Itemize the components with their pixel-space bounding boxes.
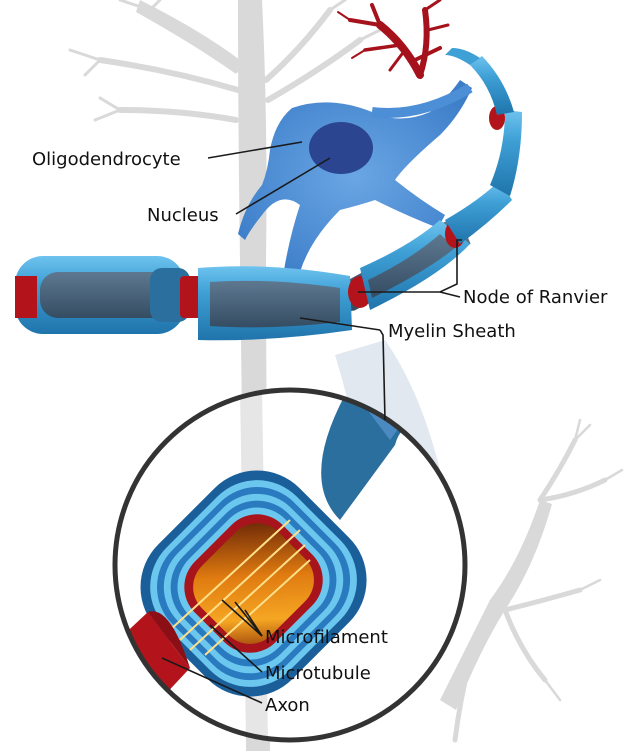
label-axon: Axon <box>265 695 310 716</box>
nucleus-shape <box>309 122 373 174</box>
label-microtubule: Microtubule <box>265 663 371 684</box>
dendrite-tuft <box>338 0 448 75</box>
label-microfilament: Microfilament <box>265 627 388 648</box>
label-oligodendrocyte: Oligodendrocyte <box>32 149 181 170</box>
label-nucleus: Nucleus <box>147 205 219 226</box>
label-node-of-ranvier: Node of Ranvier <box>463 287 608 308</box>
label-myelin-sheath: Myelin Sheath <box>388 321 516 342</box>
